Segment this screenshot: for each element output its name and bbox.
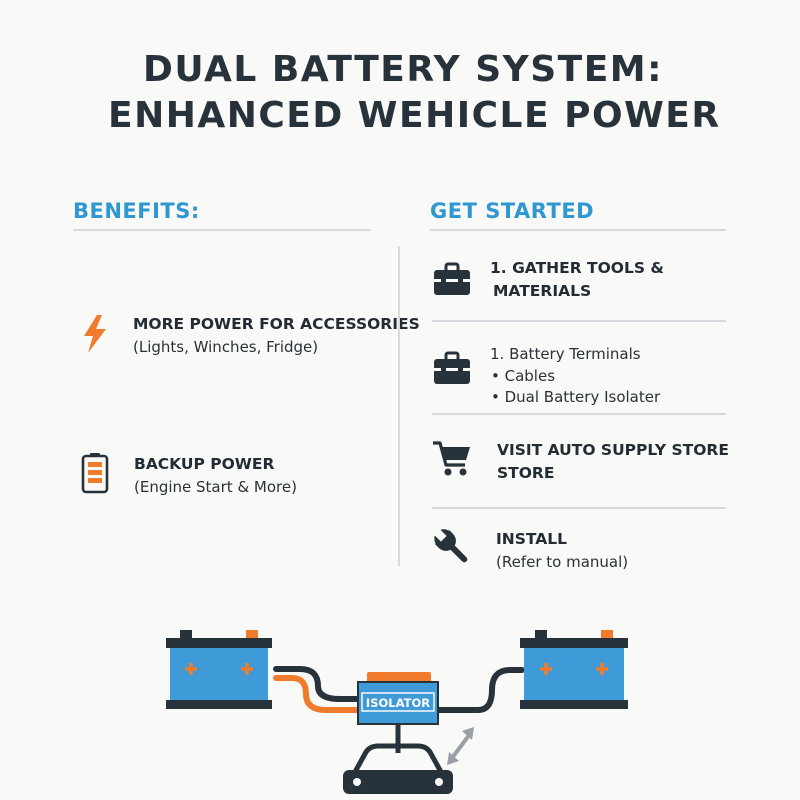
double-arrow-icon xyxy=(447,727,474,765)
step-gather-tools-line-1: 1. GATHER TOOLS & xyxy=(490,259,664,277)
step-visit-store-line-2: STORE xyxy=(497,464,555,482)
step-visit-store-line-1: VISIT AUTO SUPPLY STORE xyxy=(497,441,729,459)
cable-dark-left xyxy=(273,666,361,702)
vehicle-icon xyxy=(343,743,453,794)
step-divider-2 xyxy=(432,413,726,415)
toolbox-icon xyxy=(433,262,471,300)
isolator-unit: ISOLATOR xyxy=(357,672,439,725)
page-title-line-1: DUAL BATTERY SYSTEM: xyxy=(142,49,664,90)
benefit-title-backup-power: BACKUP POWER xyxy=(134,455,275,473)
battery-right xyxy=(520,630,628,709)
column-divider xyxy=(398,246,400,566)
step-materials-line-3: • Dual Battery Isolater xyxy=(491,388,661,406)
step-gather-tools-line-2: MATERIALS xyxy=(493,282,592,300)
benefit-title-more-power: MORE POWER FOR ACCESSORIES xyxy=(133,315,420,333)
benefit-detail-backup-power: (Engine Start & More) xyxy=(134,478,297,496)
get-started-divider xyxy=(430,229,726,231)
step-install-detail: (Refer to manual) xyxy=(496,553,629,571)
shopping-cart-icon xyxy=(432,440,472,482)
cable-orange-left xyxy=(273,675,361,713)
lightning-icon xyxy=(82,314,108,358)
step-divider-1 xyxy=(432,320,726,322)
battery-left xyxy=(166,630,272,709)
battery-icon xyxy=(81,452,109,498)
benefit-detail-more-power: (Lights, Winches, Fridge) xyxy=(133,338,319,356)
isolator-label: ISOLATOR xyxy=(366,696,430,710)
get-started-heading: GET STARTED xyxy=(430,199,595,223)
step-materials-line-2: • Cables xyxy=(491,367,556,385)
cable-dark-right xyxy=(434,667,525,713)
step-install-title: INSTALL xyxy=(496,530,568,548)
benefits-heading: BENEFITS: xyxy=(73,199,200,223)
benefits-divider xyxy=(73,229,371,231)
toolbox-icon xyxy=(433,351,471,389)
step-divider-3 xyxy=(432,507,726,509)
dual-battery-diagram: ISOLATOR xyxy=(166,630,628,794)
wrench-icon xyxy=(433,528,473,572)
step-materials-line-1: 1. Battery Terminals xyxy=(490,345,641,363)
page-title-line-2: ENHANCED WEHICLE POWER xyxy=(108,95,721,136)
